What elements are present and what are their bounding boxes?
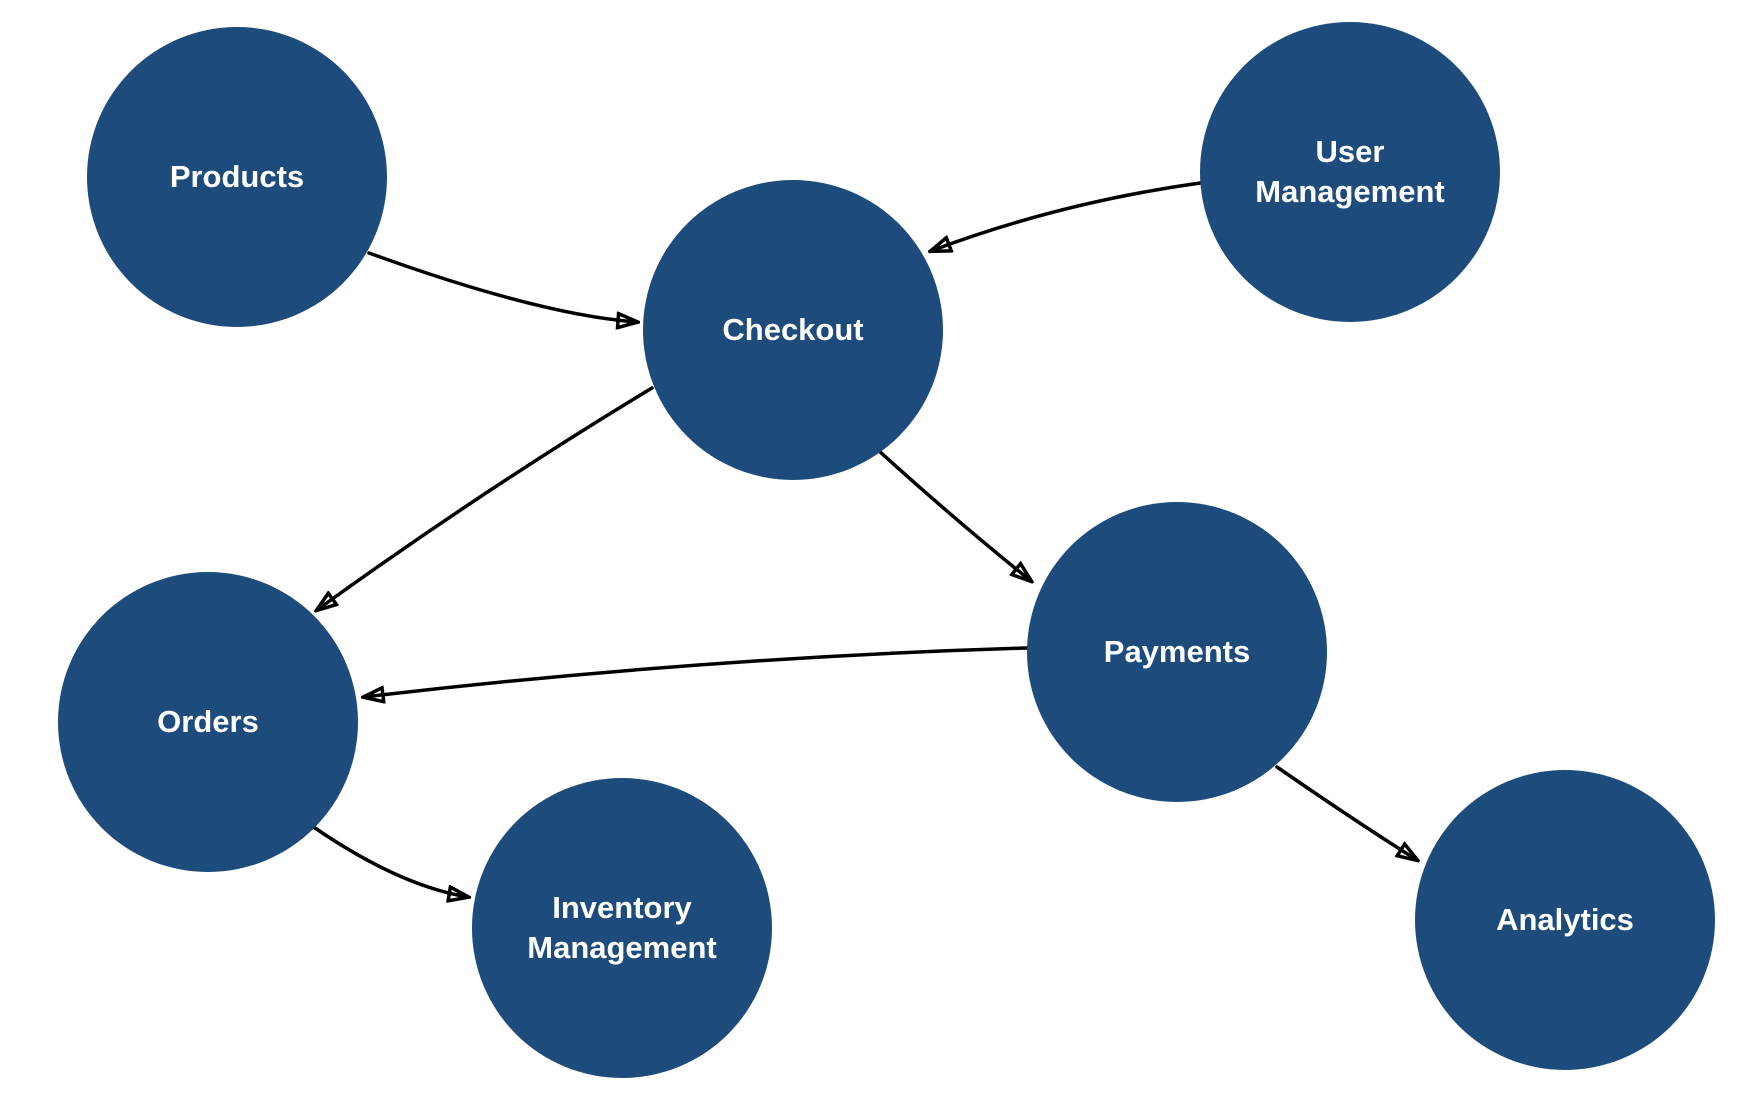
node-user-management-label: User Management: [1255, 134, 1445, 209]
node-products-label: Products: [169, 159, 305, 194]
node-payments[interactable]: Payments: [1027, 502, 1327, 802]
node-orders[interactable]: Orders: [58, 572, 358, 872]
edge-payments-to-orders: [364, 646, 1029, 697]
edge-products-to-checkout: [367, 251, 637, 322]
edge-payments-to-analytics: [1275, 765, 1417, 860]
node-inventory-management[interactable]: Inventory Management: [472, 778, 772, 1078]
edge-checkout-to-payments: [876, 448, 1031, 581]
node-analytics[interactable]: Analytics: [1415, 770, 1715, 1070]
edge-checkout-to-orders: [317, 386, 654, 610]
node-checkout[interactable]: Checkout: [643, 180, 943, 480]
node-products[interactable]: Products: [87, 27, 387, 327]
edge-user-management-to-checkout: [931, 181, 1202, 251]
node-checkout-label: Checkout: [722, 312, 864, 347]
edge-orders-to-inventory-management: [313, 826, 468, 897]
node-payments-label: Payments: [1103, 634, 1251, 669]
node-analytics-label: Analytics: [1496, 902, 1634, 937]
node-inventory-management-label: Inventory Management: [527, 890, 717, 965]
node-orders-label: Orders: [157, 704, 259, 739]
node-user-management[interactable]: User Management: [1200, 22, 1500, 322]
